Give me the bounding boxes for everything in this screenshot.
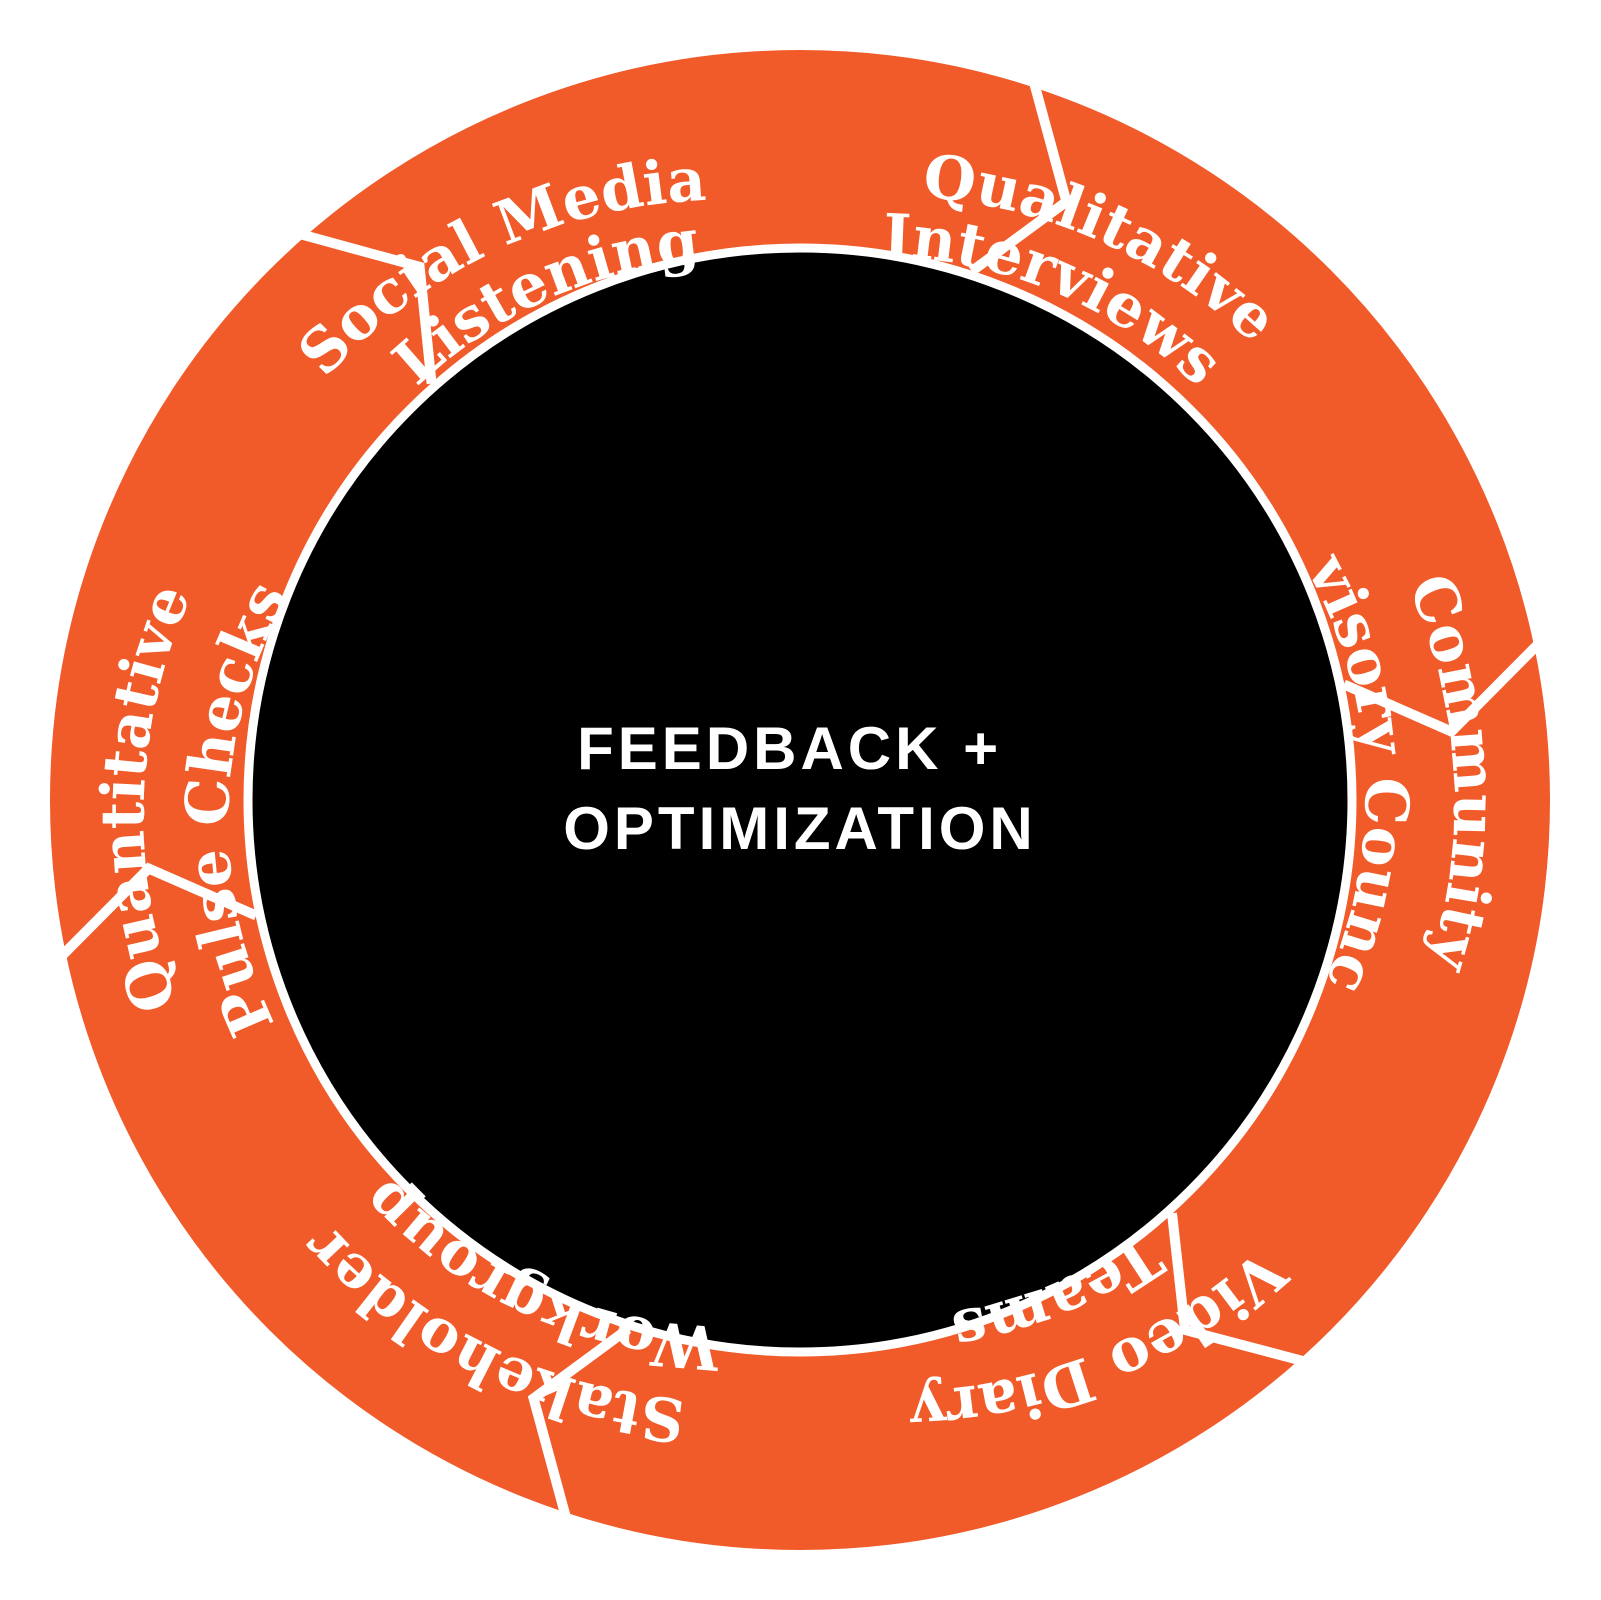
center-circle	[243, 243, 1357, 1357]
separator-qual-community	[1341, 639, 1544, 738]
separator-social-qual	[968, 79, 1073, 276]
chevron-separators	[56, 79, 1544, 1521]
separator-community-video	[1167, 1212, 1308, 1367]
separator-stakeholder-quant	[56, 862, 259, 961]
center-title-line-2: OPTIMIZATION	[563, 795, 1037, 862]
separator-video-stakeholder	[527, 1324, 632, 1521]
center-title-line-1: FEEDBACK +	[577, 715, 1002, 782]
separator-quant-social	[297, 228, 437, 385]
center-title: FEEDBACK + OPTIMIZATION	[563, 715, 1037, 862]
